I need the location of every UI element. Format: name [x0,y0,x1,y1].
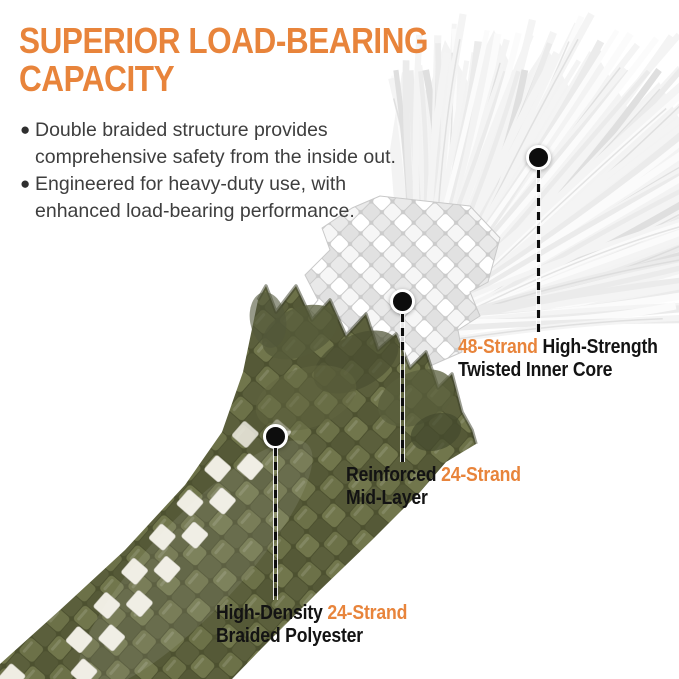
bullet-dot-icon: ● [20,120,31,139]
callout-line-outer-layer [273,448,278,600]
feature-item: ● Double braided structure provides comp… [20,117,428,170]
callout-dot-inner-core [526,145,551,170]
strand-count: 24-Strand [327,601,408,624]
bullet-dot-icon: ● [20,174,31,193]
callout-label-inner-core: 48-Strand High-Strength Twisted Inner Co… [458,335,658,381]
strand-count: 48-Strand [458,335,538,358]
feature-list: ● Double braided structure provides comp… [20,117,428,225]
page-title: SUPERIOR LOAD-BEARING CAPACITY [19,20,429,99]
callout-line-inner-core [536,170,541,334]
callout-label-outer-layer: High-Density 24-Strand Braided Polyester [216,601,408,647]
title-line-1: SUPERIOR LOAD-BEARING [19,20,429,61]
callout-label-mid-layer: Reinforced 24-Strand Mid-Layer [346,463,521,509]
feature-text: Double braided structure provides compre… [35,119,396,168]
feature-text: Engineered for heavy-duty use, with enha… [35,173,355,222]
feature-item: ● Engineered for heavy-duty use, with en… [20,171,428,224]
strand-count: 24-Strand [441,463,521,486]
callout-dot-mid-layer [390,289,415,314]
callout-dot-outer-layer [263,424,288,449]
callout-line-mid-layer [400,314,405,462]
title-line-2: CAPACITY [19,58,175,99]
